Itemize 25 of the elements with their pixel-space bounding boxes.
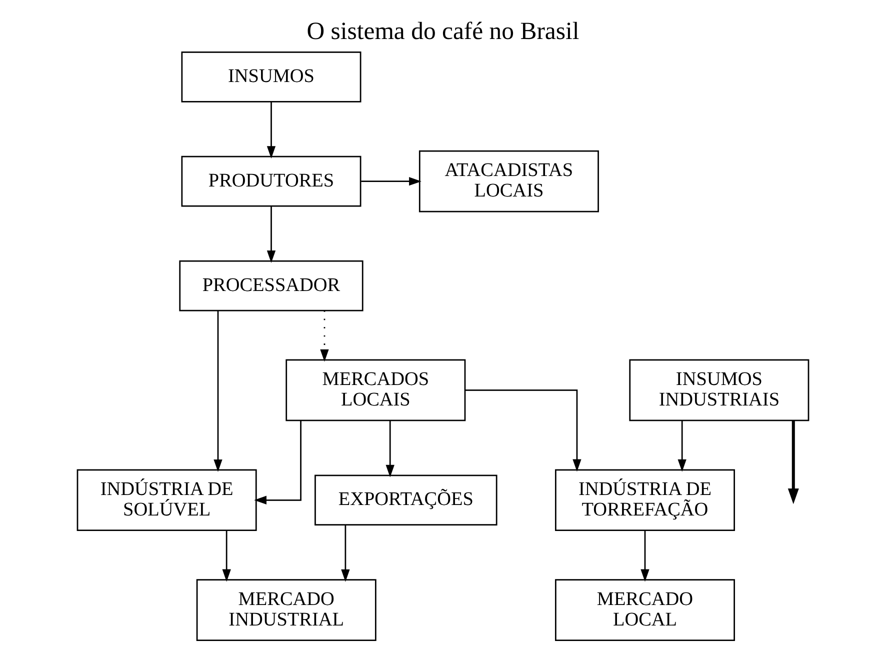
node-box: PROCESSADOR (178, 260, 363, 312)
arrow (320, 310, 328, 362)
arrow (254, 420, 301, 504)
node-box: MERCADO LOCAL (554, 579, 734, 641)
node-box: MERCADOS LOCAIS (285, 359, 466, 422)
node-box: INSUMOS INDUSTRIAIS (628, 359, 809, 422)
arrow (640, 530, 649, 582)
arrow (360, 177, 421, 186)
node-box: ATACADISTAS LOCAIS (418, 150, 598, 212)
arrow (464, 390, 581, 472)
node-box: EXPORTAÇÕES (314, 474, 497, 526)
arrow (677, 420, 686, 472)
arrow (213, 310, 222, 472)
node-box: MERCADO INDUSTRIAL (196, 579, 376, 641)
node-box: INDÚSTRIA DE SOLÚVEL (76, 469, 256, 532)
arrow (385, 420, 394, 478)
node-box: PRODUTORES (180, 156, 361, 207)
diagram-title: O sistema do café no Brasil (306, 18, 579, 45)
arrow (266, 102, 276, 158)
arrow (222, 530, 230, 582)
arrow (266, 206, 276, 263)
node-box: INDÚSTRIA DE TORREFAÇÃO (554, 469, 734, 532)
arrow (340, 525, 350, 582)
arrow (787, 420, 798, 504)
node-box: INSUMOS (180, 52, 361, 102)
